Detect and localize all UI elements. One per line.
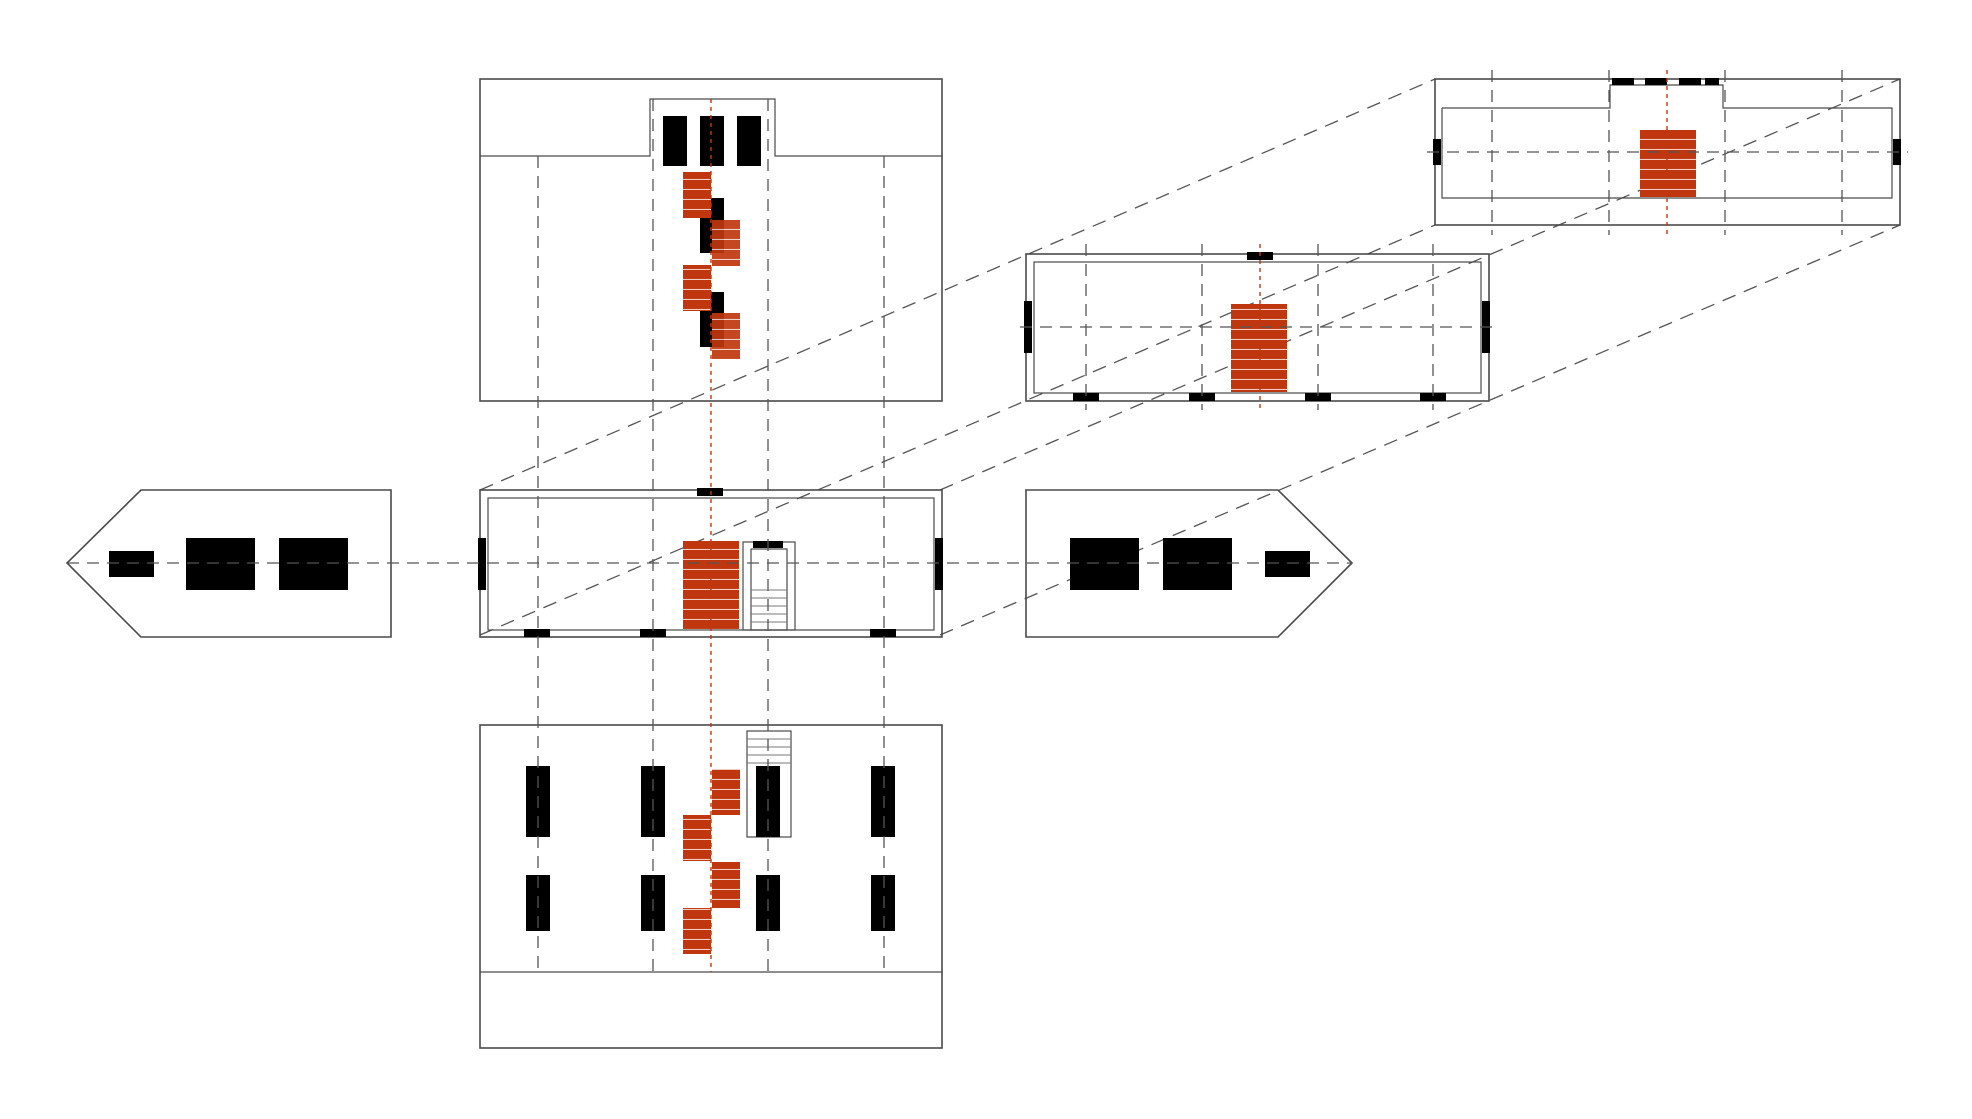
stair-flight bbox=[712, 220, 740, 266]
left-elevation bbox=[65, 489, 392, 638]
top-elevation bbox=[479, 78, 943, 402]
stair-flight bbox=[712, 769, 740, 815]
elevation-window bbox=[663, 116, 687, 166]
right-elevation bbox=[1025, 489, 1354, 638]
stair-flight bbox=[1640, 130, 1696, 197]
stair-flight bbox=[683, 815, 711, 861]
stair-flight bbox=[712, 862, 740, 908]
elevation-window bbox=[737, 116, 761, 166]
stair-flight bbox=[683, 172, 711, 218]
stair-flight bbox=[712, 313, 740, 359]
alignment-grid bbox=[67, 99, 1352, 972]
stair-flight bbox=[683, 541, 739, 629]
stair-flight bbox=[1231, 304, 1287, 392]
stair-flight bbox=[683, 265, 711, 311]
stair-flight bbox=[683, 908, 711, 954]
exploded-plan-middle bbox=[1020, 244, 1500, 410]
exploded-plan-top bbox=[1427, 70, 1908, 235]
elevation-window bbox=[700, 116, 724, 166]
